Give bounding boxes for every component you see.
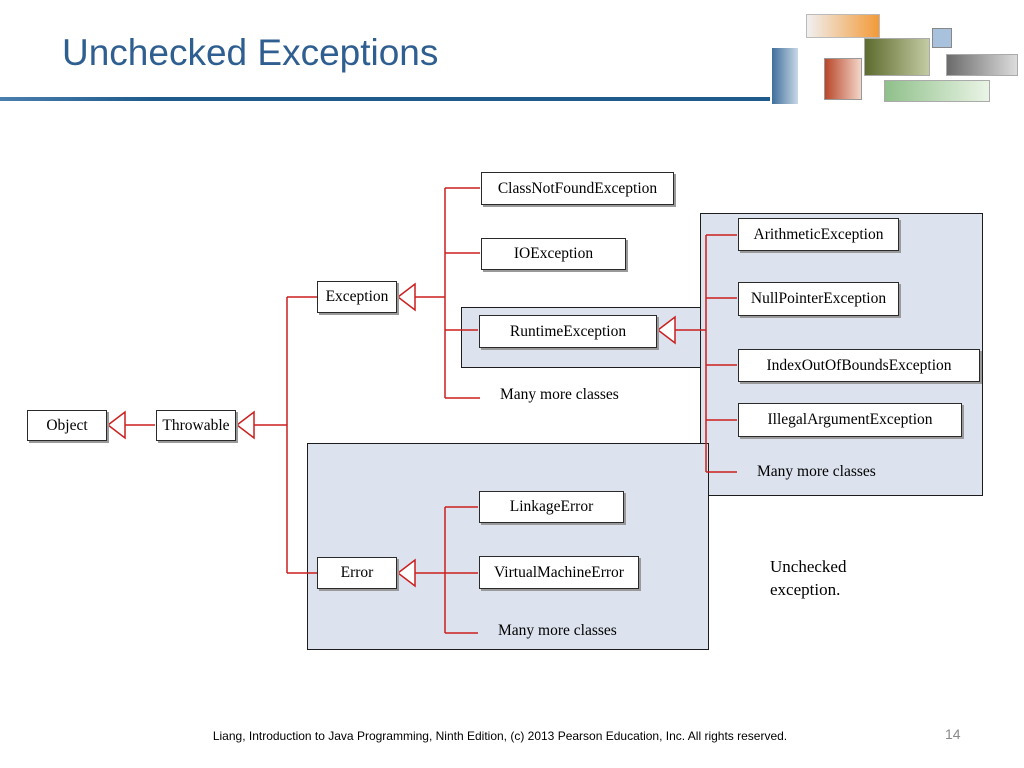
node-linkageerror: LinkageError — [479, 491, 624, 523]
note-line-1: Unchecked — [770, 557, 847, 576]
node-error: Error — [317, 557, 397, 589]
deco-tile-blue-tall — [772, 48, 798, 104]
node-object: Object — [27, 410, 107, 441]
deco-tile-olive — [864, 38, 930, 76]
label-runtime-more: Many more classes — [757, 463, 876, 480]
node-exception: Exception — [317, 281, 397, 313]
deco-tile-orange — [806, 14, 880, 38]
node-indexoutofboundsexception: IndexOutOfBoundsException — [738, 349, 980, 382]
node-virtualmachineerror: VirtualMachineError — [479, 556, 639, 589]
node-classnotfoundexception: ClassNotFoundException — [481, 172, 674, 205]
arrow-into-exception — [396, 282, 416, 312]
arrow-into-error — [396, 558, 416, 588]
node-nullpointerexception: NullPointerException — [738, 282, 899, 316]
deco-tile-grey — [946, 54, 1018, 76]
title-rule — [0, 97, 770, 101]
error-highlight — [307, 443, 709, 650]
node-throwable: Throwable — [156, 410, 236, 441]
decorative-tiles — [760, 8, 1024, 108]
label-error-more: Many more classes — [498, 622, 617, 639]
page-number: 14 — [945, 726, 961, 742]
unchecked-note: Unchecked exception. — [770, 555, 846, 601]
arrow-into-object — [106, 410, 126, 440]
slide-title: Unchecked Exceptions — [62, 32, 439, 73]
node-illegalargumentexception: IllegalArgumentException — [738, 403, 962, 437]
node-arithmeticexception: ArithmeticException — [738, 218, 899, 251]
deco-tile-red — [824, 58, 862, 100]
deco-tile-green — [884, 80, 990, 102]
node-runtimeexception: RuntimeException — [479, 315, 657, 348]
node-ioexception: IOException — [481, 238, 626, 270]
arrow-into-runtime — [656, 315, 676, 345]
arrow-into-throwable — [235, 410, 255, 440]
deco-tile-small-blue — [932, 28, 952, 48]
footer-copyright: Liang, Introduction to Java Programming,… — [212, 729, 788, 743]
note-line-2: exception. — [770, 580, 841, 599]
label-exception-more: Many more classes — [500, 386, 619, 403]
